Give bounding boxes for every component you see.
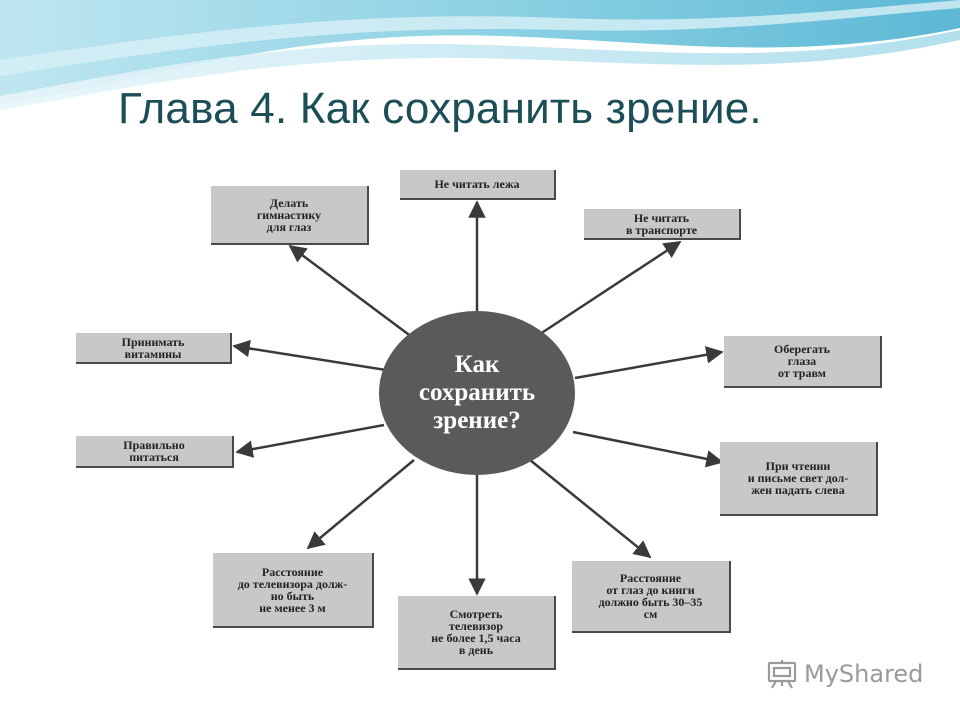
arrow-vitamins xyxy=(232,339,387,372)
arrow-tv-distance xyxy=(306,459,415,550)
watermark-text: MyShared xyxy=(804,660,924,688)
slide-title: Глава 4. Как сохранить зрение. xyxy=(118,84,762,133)
box-transport: Не читать в транспорте xyxy=(584,209,741,240)
box-book: Расстояние от глаз до книги должно быть … xyxy=(572,561,731,633)
box-tv-distance: Расстояние до телевизора долж- но быть н… xyxy=(213,553,374,628)
presentation-board-icon xyxy=(767,660,797,689)
arrow-transport xyxy=(536,240,682,338)
arrow-injury xyxy=(574,346,724,380)
arrow-book xyxy=(529,459,652,559)
box-tv-time: Смотреть телевизор не более 1,5 часа в д… xyxy=(398,596,556,670)
box-exercise: Делать гимнастику для глаз xyxy=(211,186,369,245)
box-light: При чтении и письме свет дол- жен падать… xyxy=(720,442,878,516)
arrow-exercise xyxy=(288,244,417,342)
center-question: Как сохранить зрение? xyxy=(379,311,575,475)
arrow-nutrition xyxy=(235,423,385,458)
box-injury: Оберегать глаза от травм xyxy=(724,336,882,388)
box-vitamins: Принимать витамины xyxy=(76,333,232,364)
box-nutrition: Правильно питаться xyxy=(76,436,234,468)
header-waves xyxy=(0,0,960,110)
arrow-light xyxy=(572,430,724,468)
box-lying: Не читать лежа xyxy=(400,170,556,200)
watermark: MyShared xyxy=(766,656,923,692)
